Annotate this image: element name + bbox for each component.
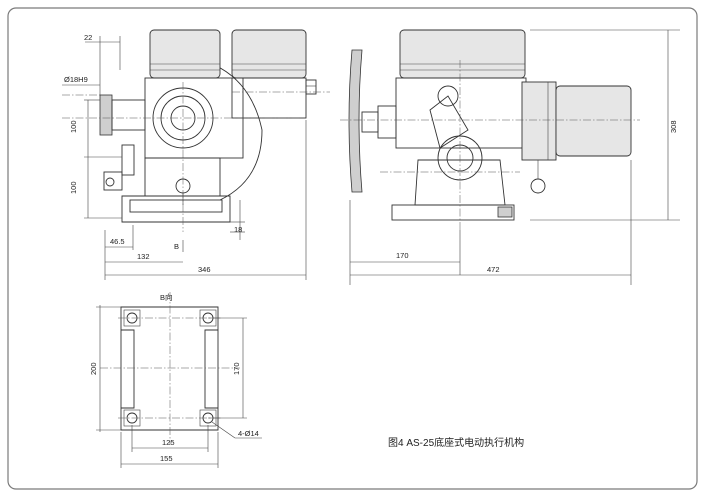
side-view xyxy=(340,29,680,285)
dim-100-lower-label: 100 xyxy=(69,181,78,194)
figure-caption: 图4 AS-25底座式电动执行机构 xyxy=(388,436,524,449)
side-arm xyxy=(429,95,469,149)
base-plate xyxy=(120,306,219,431)
dim-200-label: 200 xyxy=(89,362,98,375)
front-control-box-left xyxy=(149,29,221,79)
dim-46-5-label: 46.5 xyxy=(110,237,125,246)
dim-100-upper-label: 100 xyxy=(69,120,78,133)
dim-472-label: 472 xyxy=(487,265,500,274)
side-motor-flange xyxy=(521,81,557,161)
side-gear-outer xyxy=(437,135,483,181)
view-marker-b: B xyxy=(174,242,179,251)
side-base xyxy=(391,204,515,221)
base-view-title: B向 xyxy=(160,292,173,302)
dim-132-label: 132 xyxy=(137,252,150,261)
dim-155-label: 155 xyxy=(160,454,173,463)
dim-holes-label: 4-Ø14 xyxy=(238,429,259,438)
dim-346-label: 346 xyxy=(198,265,211,274)
dim-125-label: 125 xyxy=(162,438,175,447)
base-view xyxy=(96,292,262,468)
dim-170-side-label: 170 xyxy=(396,251,409,260)
dim-18-label: 18 xyxy=(234,225,242,234)
side-motor xyxy=(555,85,632,157)
dim-308-label: 308 xyxy=(669,120,678,133)
dim-shaft-diameter-label: Ø18H9 xyxy=(64,75,88,84)
dim-22-label: 22 xyxy=(84,33,92,42)
front-control-box-right xyxy=(231,29,307,79)
front-shaft-flange xyxy=(99,94,113,136)
front-view xyxy=(62,29,330,280)
side-handwheel xyxy=(348,49,363,193)
side-control-box xyxy=(399,29,526,79)
dim-170-base-label: 170 xyxy=(232,362,241,375)
